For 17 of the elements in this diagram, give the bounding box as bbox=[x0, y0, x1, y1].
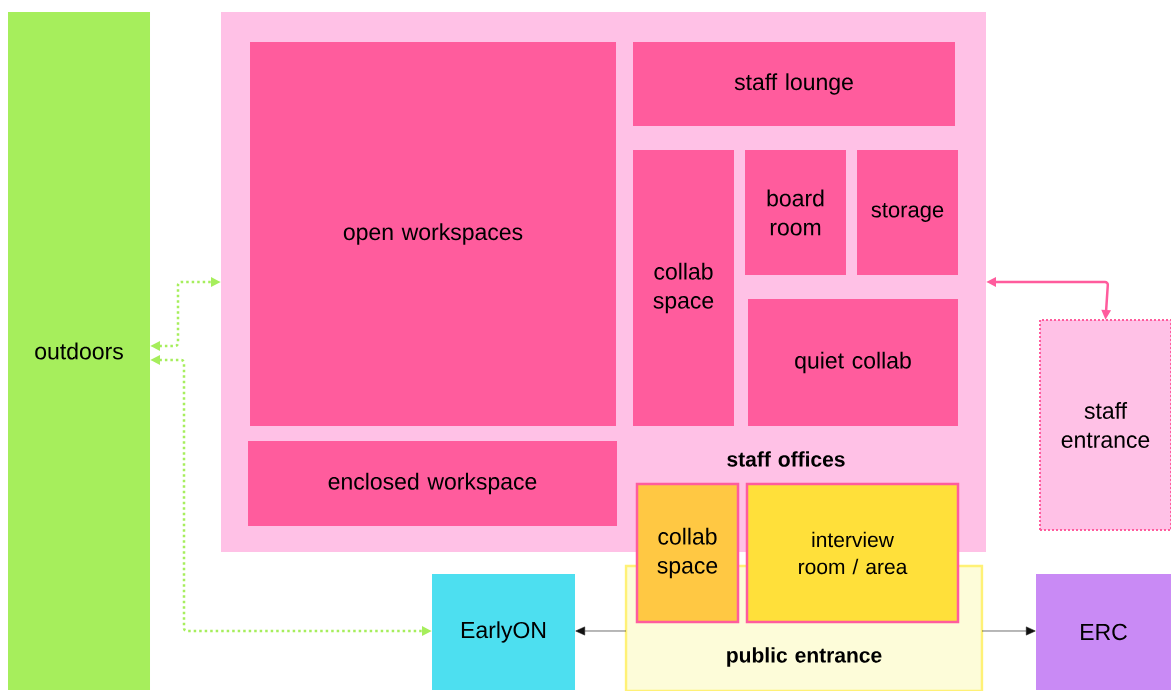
room-box: collab space bbox=[633, 150, 734, 426]
room-box: staff lounge bbox=[633, 42, 955, 126]
room-box: collab space bbox=[635, 482, 740, 624]
area-label: staff offices bbox=[727, 451, 845, 467]
area-label: public entrance bbox=[727, 647, 882, 667]
room-box: ERC bbox=[1036, 574, 1171, 690]
arrow bbox=[981, 626, 1036, 636]
room-box: open workspaces bbox=[250, 42, 616, 426]
room-box: storage bbox=[857, 150, 958, 275]
area-block: outdoors bbox=[8, 12, 150, 690]
room-box: EarlyON bbox=[432, 574, 575, 690]
room-box: board room bbox=[745, 150, 846, 275]
room-box: interview room / area bbox=[745, 482, 960, 624]
room-box: quiet collab bbox=[748, 299, 958, 426]
room-box: enclosed workspace bbox=[248, 441, 617, 526]
arrow bbox=[575, 626, 627, 636]
area-block: staff entrance bbox=[1039, 319, 1171, 531]
